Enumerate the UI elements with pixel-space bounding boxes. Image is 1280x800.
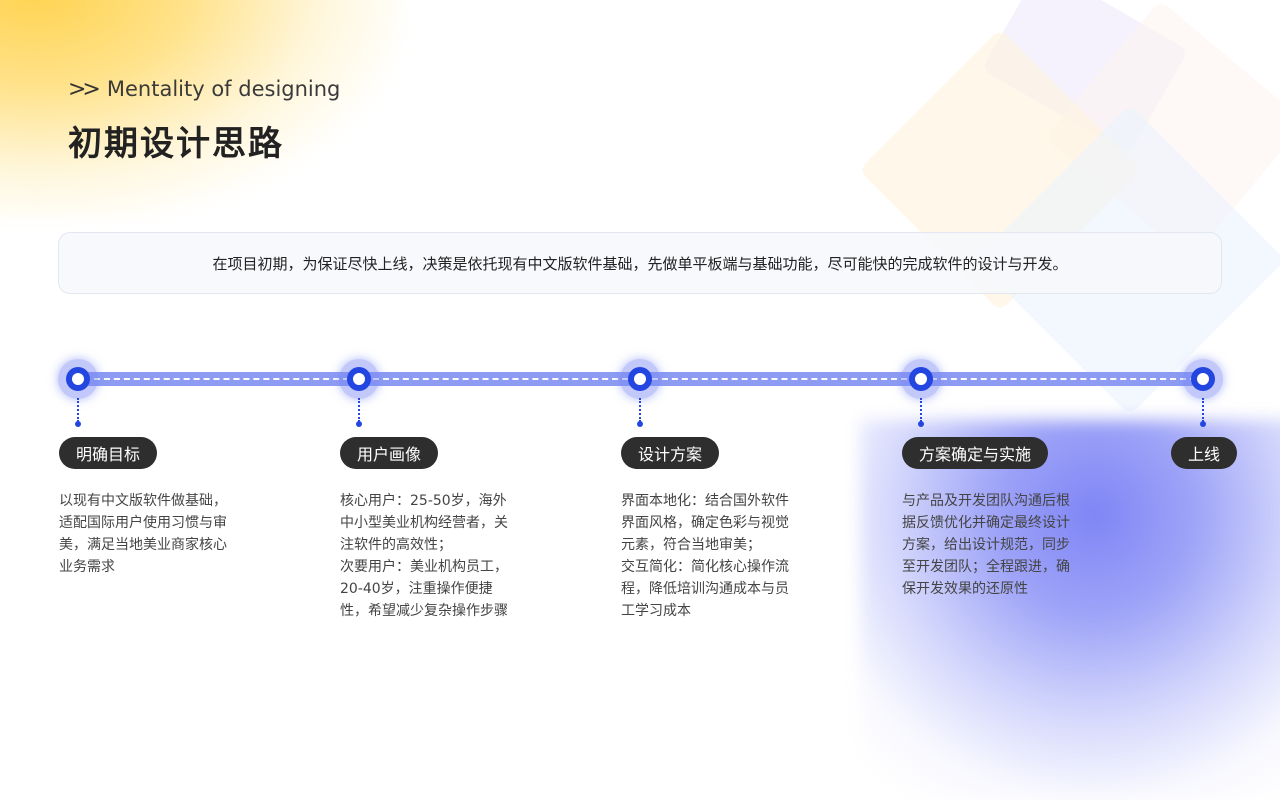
subtitle-text: Mentality of designing xyxy=(106,77,341,101)
blue-gradient-decoration xyxy=(860,420,1280,800)
timeline-node-4 xyxy=(901,359,941,399)
summary-box: 在项目初期，为保证尽快上线，决策是依托现有中文版软件基础，先做单平板端与基础功能… xyxy=(58,232,1222,294)
step-description-2: 核心用户：25-50岁，海外 中小型美业机构经营者，关 注软件的高效性； 次要用… xyxy=(340,493,508,619)
step-label-5: 上线 xyxy=(1171,437,1238,469)
node-core xyxy=(634,373,646,385)
timeline-connector xyxy=(639,398,641,422)
step-description-1: 以现有中文版软件做基础， 适配国际用户使用习惯与审 美，满足当地美业商家核心 业… xyxy=(59,493,227,575)
double-chevron-right-icon: >> xyxy=(68,76,101,102)
step-label-3: 设计方案 xyxy=(621,437,720,469)
connector-dot-icon xyxy=(1200,421,1206,427)
timeline-connector xyxy=(358,398,360,422)
timeline-node-5 xyxy=(1183,359,1223,399)
node-core xyxy=(1197,373,1209,385)
connector-dot-icon xyxy=(918,421,924,427)
yellow-gradient-decoration xyxy=(0,0,400,220)
page-title: 初期设计思路 xyxy=(68,124,284,164)
timeline-connector xyxy=(920,398,922,422)
step-description-3: 界面本地化：结合国外软件 界面风格，确定色彩与视觉 元素，符合当地审美； 交互简… xyxy=(621,493,789,619)
connector-dot-icon xyxy=(356,421,362,427)
connector-dot-icon xyxy=(75,421,81,427)
timeline-node-3 xyxy=(620,359,660,399)
step-label-1: 明确目标 xyxy=(59,437,158,469)
step-description-4: 与产品及开发团队沟通后根 据反馈优化并确定最终设计 方案，给出设计规范，同步 至… xyxy=(902,493,1070,597)
summary-text: 在项目初期，为保证尽快上线，决策是依托现有中文版软件基础，先做单平板端与基础功能… xyxy=(212,254,1068,273)
node-core xyxy=(353,373,365,385)
timeline-node-2 xyxy=(339,359,379,399)
step-label-2: 用户画像 xyxy=(340,437,439,469)
timeline-connector xyxy=(1202,398,1204,422)
timeline-connector xyxy=(77,398,79,422)
step-label-4: 方案确定与实施 xyxy=(902,437,1049,469)
node-core xyxy=(72,373,84,385)
node-core xyxy=(915,373,927,385)
page-subtitle: >> Mentality of designing xyxy=(68,74,340,104)
timeline-node-1 xyxy=(58,359,98,399)
page-header: >> Mentality of designing 初期设计思路 xyxy=(68,74,340,165)
connector-dot-icon xyxy=(637,421,643,427)
